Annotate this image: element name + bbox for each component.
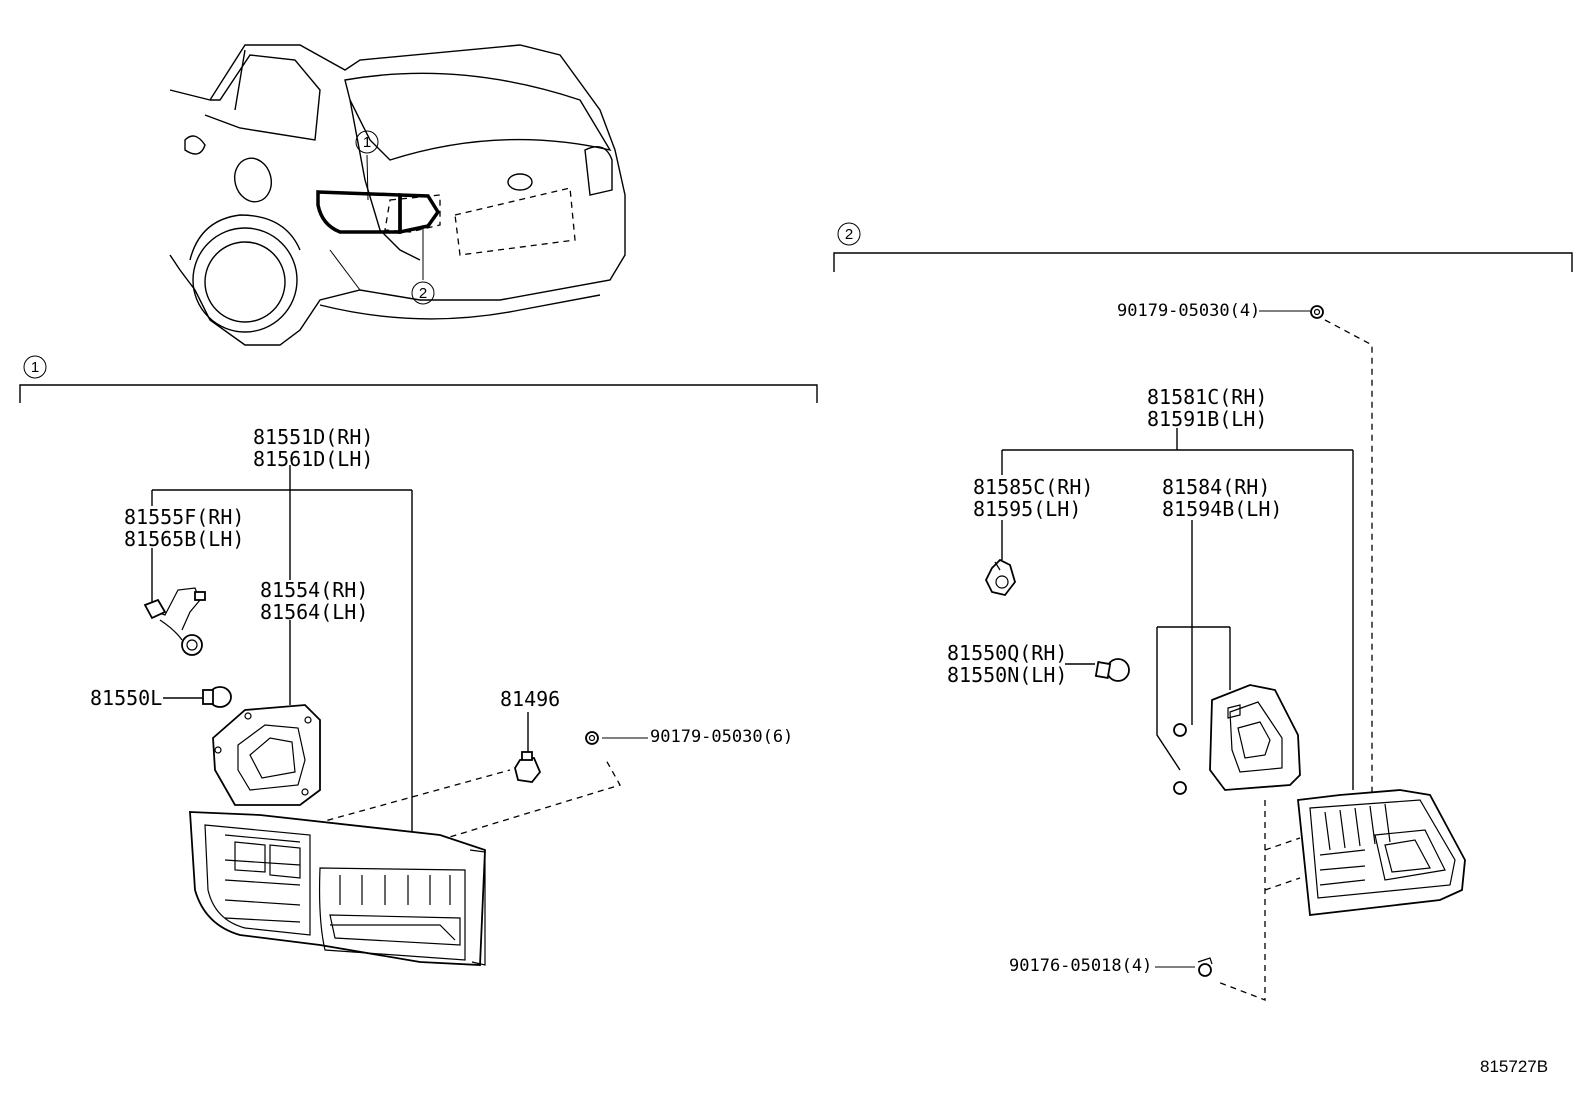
label-81591b: 81591B(LH) <box>1147 407 1267 431</box>
label-81550n: 81550N(LH) <box>947 663 1067 687</box>
callout-1-vehicle: 1 <box>355 130 379 154</box>
small-clip-upper <box>1173 723 1187 737</box>
label-81581c: 81581C(RH) <box>1147 385 1267 409</box>
svg-text:1: 1 <box>363 134 371 151</box>
bulb-81550q <box>1094 658 1130 682</box>
label-81584: 81584(RH) <box>1162 475 1270 499</box>
socket-81585c <box>984 558 1016 597</box>
label-81561d: 81561D(LH) <box>253 447 373 471</box>
label-81550q: 81550Q(RH) <box>947 641 1067 665</box>
rear-combination-lamp-highlight <box>316 190 441 235</box>
label-81550l: 81550L <box>90 686 162 710</box>
gasket-81584 <box>1209 684 1301 791</box>
diagram-reference-number: 815727B <box>1480 1057 1548 1076</box>
group-2-leaders <box>1001 310 1354 968</box>
gasket-81554 <box>212 704 321 806</box>
label-81555f: 81555F(RH) <box>124 505 244 529</box>
screw-90176-05018-4 <box>1197 957 1213 977</box>
svg-text:2: 2 <box>419 285 427 302</box>
label-81595: 81595(LH) <box>973 497 1081 521</box>
label-81496: 81496 <box>500 687 560 711</box>
group-2-dashed-leaders <box>1217 319 1373 1001</box>
group-2-bracket <box>833 252 1573 272</box>
group-2-callout: 2 <box>837 222 861 246</box>
label-81551d: 81551D(RH) <box>253 425 373 449</box>
label-90179-05030-4: 90179-05030(4) <box>1117 301 1260 321</box>
socket-and-wire-81555f <box>143 587 206 656</box>
small-clip-lower <box>1173 781 1187 795</box>
group-1-bracket <box>19 384 818 403</box>
nut-90179-05030-6 <box>585 731 599 745</box>
group-1-callout: 1 <box>23 355 47 379</box>
svg-text:2: 2 <box>845 226 853 243</box>
label-81585c: 81585C(RH) <box>973 475 1093 499</box>
rear-lamp-assembly-81551d <box>189 811 486 966</box>
svg-text:1: 1 <box>31 359 39 376</box>
label-81564: 81564(LH) <box>260 600 368 624</box>
label-81594b: 81594B(LH) <box>1162 497 1282 521</box>
callout-2-vehicle: 2 <box>411 281 435 305</box>
label-90179-05030-6: 90179-05030(6) <box>650 727 793 747</box>
bulb-81550l <box>202 686 232 708</box>
label-90176-05018-4: 90176-05018(4) <box>1009 956 1152 976</box>
vehicle-rear-view <box>169 44 626 346</box>
inner-lamp-assembly-81581c <box>1297 789 1466 916</box>
label-81565b: 81565B(LH) <box>124 527 244 551</box>
clip-81496 <box>514 751 542 783</box>
label-81554: 81554(RH) <box>260 578 368 602</box>
group-1-leaders <box>151 465 648 855</box>
nut-90179-05030-4 <box>1310 305 1324 319</box>
